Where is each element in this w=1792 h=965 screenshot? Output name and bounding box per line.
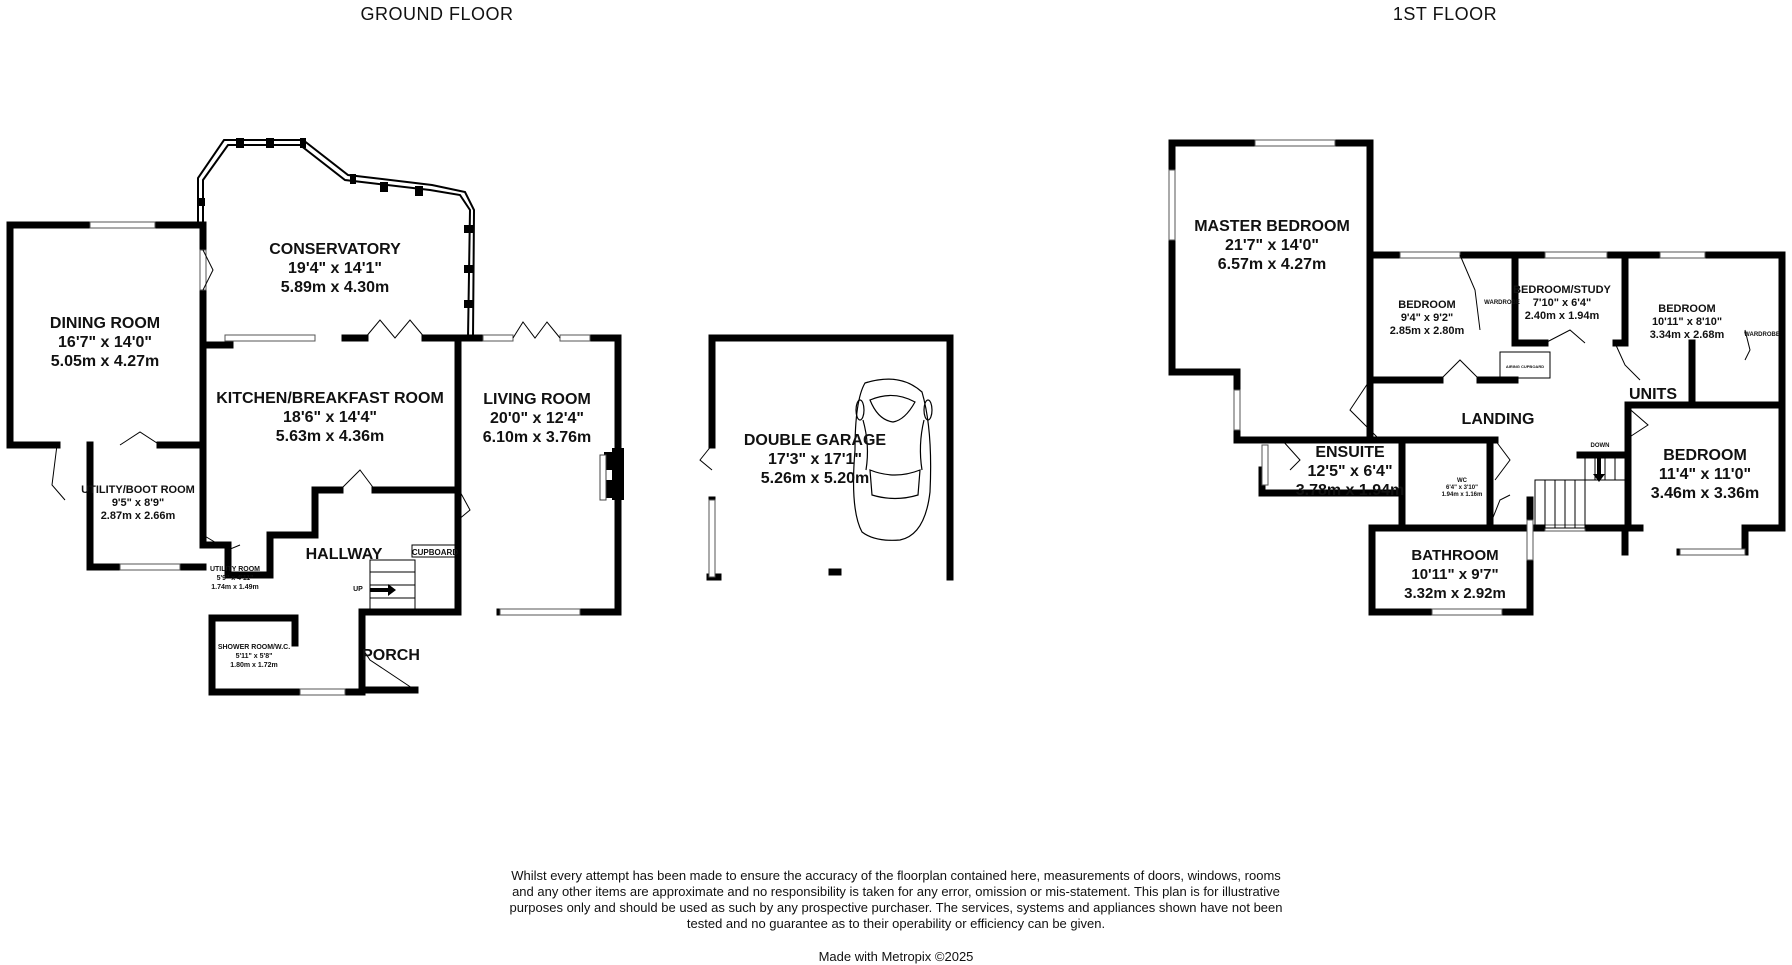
dining-room-imperial: 16'7" x 14'0"	[58, 334, 152, 351]
utility-room-metric: 1.74m x 1.49m	[211, 584, 258, 591]
bathroom-imperial: 10'11" x 9'7"	[1411, 566, 1498, 583]
bedroom-2-imperial: 9'4" x 9'2"	[1401, 312, 1453, 324]
bedroom-4-imperial: 11'4" x 11'0"	[1659, 466, 1751, 483]
dining-room-label: DINING ROOM	[50, 315, 160, 332]
ensuite-label: ENSUITE	[1315, 444, 1385, 461]
utility-room-label: UTILITY ROOM	[210, 566, 260, 573]
conservatory-metric: 5.89m x 4.30m	[281, 279, 390, 296]
bedroom-4-label: BEDROOM	[1663, 447, 1747, 464]
master-bedroom-imperial: 21'7" x 14'0"	[1225, 237, 1319, 254]
stairs-up-label: UP	[353, 586, 363, 593]
wardrobe-1-label: WARDROBE	[1484, 300, 1520, 306]
garage-imperial: 17'3" x 17'1"	[768, 451, 862, 468]
ground-floor-labels: DINING ROOM 16'7" x 14'0" 5.05m x 4.27m …	[50, 241, 887, 664]
ensuite-metric: 3.78m x 1.94m	[1296, 482, 1405, 499]
conservatory-frame	[197, 138, 474, 308]
utility-boot-imperial: 9'5" x 8'9"	[112, 497, 164, 509]
master-bedroom-label: MASTER BEDROOM	[1194, 218, 1350, 235]
conservatory-label: CONSERVATORY	[269, 241, 401, 258]
ensuite-imperial: 12'5" x 6'4"	[1307, 463, 1392, 480]
garage-label: DOUBLE GARAGE	[744, 432, 887, 449]
conservatory-outline	[197, 139, 476, 339]
fireplace	[604, 448, 624, 500]
wc-metric: 1.94m x 1.16m	[1442, 492, 1483, 498]
utility-boot-label: UTILITY/BOOT ROOM	[81, 484, 195, 496]
window	[89, 221, 156, 229]
shower-room-metric: 1.80m x 1.72m	[230, 662, 277, 669]
airing-cupboard-box	[1499, 351, 1551, 379]
ground-floor-tiny-labels: UTILITY ROOM 5'9" x 4'11" 1.74m x 1.49m …	[210, 566, 363, 669]
ground-floor-title: GROUND FLOOR	[360, 4, 514, 24]
hallway-label: HALLWAY	[306, 546, 383, 563]
living-room-imperial: 20'0" x 12'4"	[490, 410, 584, 427]
disclaimer-text: Whilst every attempt has been made to en…	[509, 868, 1283, 931]
first-floor-labels: MASTER BEDROOM 21'7" x 14'0" 6.57m x 4.2…	[1194, 218, 1759, 602]
car-icon	[852, 378, 933, 541]
doors	[51, 249, 1751, 691]
shower-room-label: SHOWER ROOM/W.C.	[218, 644, 290, 651]
dining-room-metric: 5.05m x 4.27m	[51, 353, 160, 370]
landing-label: LANDING	[1462, 411, 1535, 428]
cupboard-label: CUPBOARD	[412, 548, 458, 557]
bathroom-label: BATHROOM	[1411, 547, 1498, 564]
shower-room-imperial: 5'11" x 5'8"	[236, 653, 273, 660]
utility-room-imperial: 5'9" x 4'11"	[217, 575, 254, 582]
utility-boot-metric: 2.87m x 2.66m	[101, 510, 176, 522]
kitchen-metric: 5.63m x 4.36m	[276, 428, 385, 445]
study-imperial: 7'10" x 6'4"	[1533, 297, 1591, 309]
kitchen-imperial: 18'6" x 14'4"	[283, 409, 377, 426]
dining-room-wall	[6, 221, 94, 449]
bedroom-4-metric: 3.46m x 3.36m	[1651, 485, 1760, 502]
conservatory-imperial: 19'4" x 14'1"	[288, 260, 382, 277]
first-floor-small-labels: BEDROOM 9'4" x 9'2" 2.85m x 2.80m BEDROO…	[1390, 284, 1725, 341]
study-label: BEDROOM/STUDY	[1513, 284, 1611, 296]
stairs	[369, 455, 1631, 613]
living-room-label: LIVING ROOM	[483, 391, 591, 408]
bedroom-2-label: BEDROOM	[1398, 299, 1455, 311]
garage-metric: 5.26m x 5.20m	[761, 470, 870, 487]
first-floor-tiny-labels: WARDROBE WARDROBE AIRING CUPBOARD DOWN W…	[1442, 300, 1780, 498]
porch-label: PORCH	[362, 647, 420, 664]
bedroom-3-label: BEDROOM	[1658, 303, 1715, 315]
master-bedroom-metric: 6.57m x 4.27m	[1218, 256, 1327, 273]
first-floor-title: 1ST FLOOR	[1392, 4, 1498, 24]
metropix-credit: Made with Metropix ©2025	[818, 949, 974, 964]
bedroom-3-imperial: 10'11" x 8'10"	[1652, 316, 1722, 328]
stairs-down-label: DOWN	[1591, 443, 1610, 449]
wc-label: WC	[1457, 478, 1468, 484]
cupboard-box	[411, 544, 459, 558]
living-room-metric: 6.10m x 3.76m	[483, 429, 592, 446]
bedroom-3-metric: 3.34m x 2.68m	[1650, 329, 1725, 341]
airing-cupboard-label: AIRING CUPBOARD	[1506, 364, 1544, 369]
bedroom-2-metric: 2.85m x 2.80m	[1390, 325, 1465, 337]
units-label: UNITS	[1629, 386, 1677, 403]
bathroom-metric: 3.32m x 2.92m	[1404, 585, 1506, 602]
wardrobe-2-label: WARDROBE	[1744, 332, 1780, 338]
wc-imperial: 6'4" x 3'10"	[1446, 485, 1478, 491]
study-metric: 2.40m x 1.94m	[1525, 310, 1600, 322]
stair-arrows	[370, 458, 1605, 596]
ground-floor-small-labels: UTILITY/BOOT ROOM 9'5" x 8'9" 2.87m x 2.…	[81, 484, 458, 557]
kitchen-label: KITCHEN/BREAKFAST ROOM	[216, 390, 444, 407]
walls	[6, 139, 1786, 696]
